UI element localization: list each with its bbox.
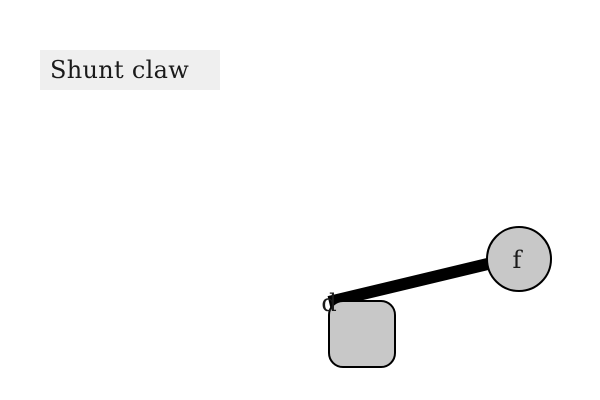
claw-arm-link [327, 256, 498, 308]
node-d[interactable]: d [321, 289, 396, 368]
title-label: Shunt claw [40, 50, 220, 90]
title-text: Shunt claw [50, 56, 190, 84]
node-f-label: f [513, 246, 524, 274]
node-f[interactable]: f [486, 226, 552, 292]
node-d-square[interactable] [328, 300, 396, 368]
node-f-circle[interactable] [486, 226, 552, 292]
node-d-label: d [321, 289, 336, 317]
